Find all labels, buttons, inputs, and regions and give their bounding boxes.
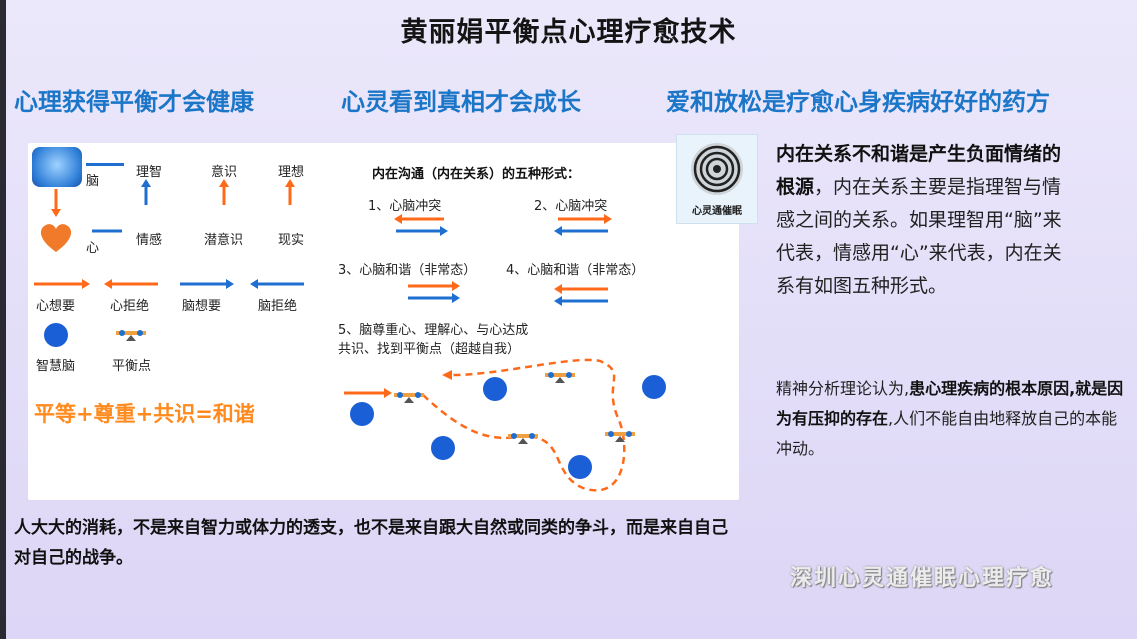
watermark: 深圳心灵通催眠心理疗愈	[790, 566, 1055, 591]
form-2: 2、心脑冲突	[534, 199, 608, 214]
heart-icon	[38, 219, 74, 255]
wisdom-brain-dot	[44, 323, 68, 347]
form-3: 3、心脑和谐（非常态）	[338, 263, 477, 278]
bottom-note: 人大大的消耗，不是来自智力或体力的透支，也不是来自跟大自然或同类的争斗，而是来自…	[14, 518, 728, 568]
balance-point-icon	[394, 388, 424, 403]
balance-point-icon	[116, 326, 146, 341]
label-heart-rejects: 心拒绝	[110, 299, 150, 314]
form-1: 1、心脑冲突	[368, 199, 442, 214]
label-brain-rejects: 脑拒绝	[258, 299, 298, 314]
label-reason: 理智	[136, 165, 163, 180]
page-title: 黄丽娟平衡点心理疗愈技术	[400, 17, 737, 48]
label-ideal: 理想	[278, 165, 305, 180]
paragraph-psychoanalysis: 精神分析理论认为,患心理疾病的根本原因,就是因为有压抑的存在,人们不能自由地释放…	[776, 374, 1126, 464]
label-consciousness: 意识	[211, 165, 238, 180]
wisdom-brain-dot	[568, 455, 592, 479]
slogan-balance: 心理获得平衡才会健康	[14, 88, 254, 116]
label-wisdom-brain: 智慧脑	[36, 359, 76, 374]
wisdom-brain-dot	[642, 375, 666, 399]
paragraph-text: 精神分析理论认为,	[776, 379, 910, 398]
wisdom-brain-dot	[431, 436, 455, 460]
slogan-love: 爱和放松是疗愈心身疾病好好的药方	[666, 88, 1050, 116]
wisdom-brain-dot	[350, 402, 374, 426]
balance-point-icon	[605, 427, 635, 442]
form-5: 5、脑尊重心、理解心、与心达成共识、找到平衡点（超越自我）	[338, 323, 529, 357]
balance-point-icon	[545, 368, 575, 383]
balance-point-icon	[508, 429, 538, 444]
logo-text: 心灵通催眠	[692, 206, 742, 217]
slogan-truth: 心灵看到真相才会成长	[341, 88, 581, 116]
brain-icon	[32, 147, 82, 187]
paragraph-bold: 内在关系不和谐是产生负面情绪的根源	[776, 143, 1062, 198]
spiral-icon	[691, 143, 743, 195]
diagram-panel: 脑 理智 意识 理想	[28, 143, 739, 500]
brain-label: 脑	[86, 174, 100, 189]
brain-connector	[86, 163, 124, 166]
paragraph-bold: 患心理疾病的根本原因,就是因为有压抑的存在	[776, 379, 1124, 428]
five-forms-heading: 内在沟通（内在关系）的五种形式：	[372, 167, 581, 182]
form-4: 4、心脑和谐（非常态）	[506, 263, 645, 278]
paragraph-inner-relation: 内在关系不和谐是产生负面情绪的根源，内在关系主要是指理智与情感之间的关系。如果理…	[776, 138, 1076, 303]
label-balance-point: 平衡点	[112, 359, 152, 374]
harmony-formula: 平等+尊重+共识=和谐	[34, 402, 255, 426]
window-edge	[0, 0, 6, 639]
label-subconscious: 潜意识	[204, 233, 244, 248]
label-heart-wants: 心想要	[36, 299, 76, 314]
wisdom-brain-dot	[483, 377, 507, 401]
label-reality: 现实	[278, 233, 305, 248]
paragraph-text: ，内在关系主要是指理智与情感之间的关系。如果理智用“脑”来代表，情感用“心”来代…	[776, 176, 1062, 297]
hypnosis-logo: 心灵通催眠	[676, 134, 758, 224]
paragraph-text: ,人们不能自由地释放自己的本能冲动。	[776, 409, 1118, 458]
label-emotion: 情感	[136, 233, 163, 248]
heart-label: 心	[86, 241, 100, 256]
label-brain-wants: 脑想要	[182, 299, 222, 314]
